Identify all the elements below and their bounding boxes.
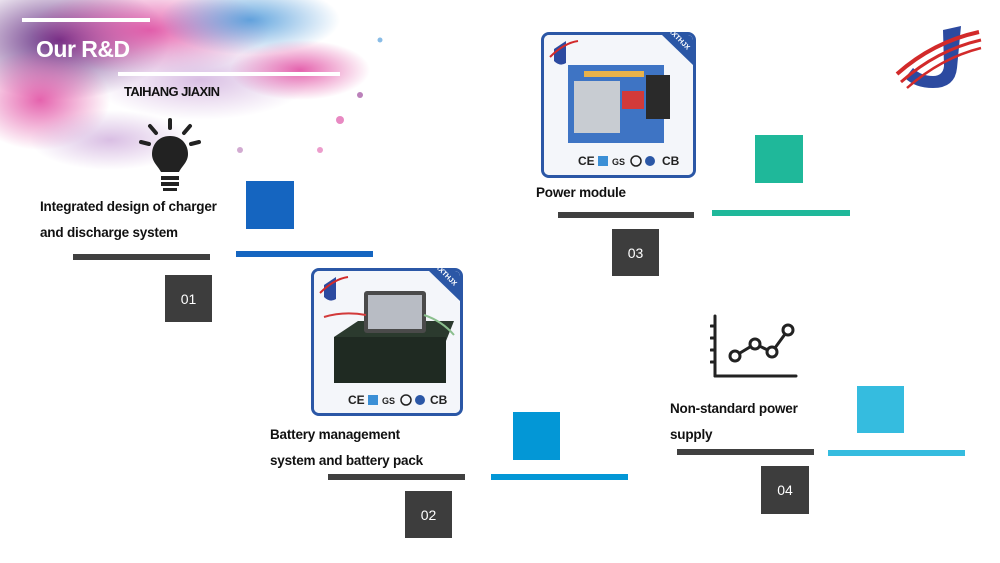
item-02-accent-square xyxy=(513,412,560,460)
item-04-number: 04 xyxy=(761,466,809,514)
item-02-label-line2: system and battery pack xyxy=(270,453,423,468)
item-04-label-line1: Non-standard power xyxy=(670,401,798,416)
item-01-accent-square xyxy=(246,181,294,229)
header-line-top xyxy=(22,18,150,22)
company-logo xyxy=(895,26,982,89)
svg-text:CE: CE xyxy=(578,154,595,168)
svg-text:CE: CE xyxy=(348,393,365,407)
item-01-dark-bar xyxy=(73,254,210,260)
item-02-label-line1: Battery management xyxy=(270,427,400,442)
item-04-label: Non-standard power supply xyxy=(670,396,820,448)
item-01-accent-bar xyxy=(236,251,373,257)
item-02-number: 02 xyxy=(405,491,452,538)
cert-marks-2: CE GS CB xyxy=(348,393,448,407)
item-03-accent-square xyxy=(755,135,803,183)
battery-pack-photo: CE GS CB xyxy=(311,268,463,416)
lightbulb-icon xyxy=(139,118,201,191)
item-01-number: 01 xyxy=(165,275,212,322)
header-line-mid xyxy=(118,72,340,76)
item-02-accent-bar xyxy=(491,474,628,480)
page-subtitle: TAIHANG JIAXIN xyxy=(124,84,220,99)
item-04-accent-square xyxy=(857,386,904,433)
item-03-number: 03 xyxy=(612,229,659,276)
power-module-photo: CE GS CB xyxy=(541,32,696,178)
svg-text:GS: GS xyxy=(382,396,395,406)
item-04-label-line2: supply xyxy=(670,427,713,442)
battery-pack-image: CE GS CB xyxy=(314,271,460,413)
item-02-dark-bar xyxy=(328,474,465,480)
cert-marks-1: CE GS CB xyxy=(578,154,680,168)
svg-text:CB: CB xyxy=(662,154,680,168)
item-04-dark-bar xyxy=(677,449,814,455)
item-04-accent-bar xyxy=(828,450,965,456)
item-03-dark-bar xyxy=(558,212,694,218)
page-title: Our R&D xyxy=(36,36,130,62)
svg-text:CB: CB xyxy=(430,393,448,407)
item-01-label-line2: and discharge system xyxy=(40,225,178,240)
svg-text:GS: GS xyxy=(612,157,625,167)
item-01-label-line1: Integrated design of charger xyxy=(40,199,217,214)
power-module-image: CE GS CB xyxy=(544,35,693,175)
item-01-label: Integrated design of charger and dischar… xyxy=(40,194,250,246)
watercolor-splash xyxy=(0,0,383,170)
line-chart-icon xyxy=(710,314,798,378)
item-02-label: Battery management system and battery pa… xyxy=(270,422,470,474)
item-03-label: Power module xyxy=(536,185,626,200)
item-03-accent-bar xyxy=(712,210,850,216)
